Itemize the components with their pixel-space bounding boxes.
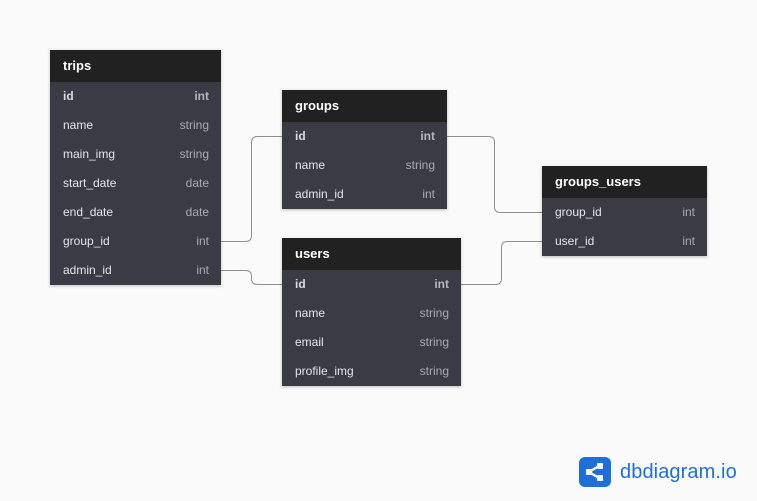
field-name: group_id — [555, 205, 602, 219]
field-name: email — [295, 335, 324, 349]
field-name: name — [295, 158, 326, 172]
field-users-profile-img[interactable]: profile_img string — [282, 357, 461, 386]
field-trips-id[interactable]: id int — [50, 82, 221, 111]
field-type: date — [185, 176, 209, 190]
field-name: main_img — [63, 147, 116, 161]
field-name: profile_img — [295, 364, 354, 378]
field-trips-group-id[interactable]: group_id int — [50, 227, 221, 256]
field-name: end_date — [63, 205, 114, 219]
table-header-trips[interactable]: trips — [50, 50, 221, 82]
field-groups-users-group-id[interactable]: group_id int — [542, 198, 707, 227]
table-trips[interactable]: trips id int name string main_img string… — [50, 50, 221, 285]
field-trips-start-date[interactable]: start_date date — [50, 169, 221, 198]
field-name: start_date — [63, 176, 117, 190]
brand-text: dbdiagram.io — [620, 460, 737, 483]
relation-line-0[interactable] — [221, 136, 282, 242]
table-header-groups-users[interactable]: groups_users — [542, 166, 707, 198]
field-trips-admin-id[interactable]: admin_id int — [50, 256, 221, 285]
relation-line-2[interactable] — [447, 136, 542, 213]
field-type: int — [194, 89, 209, 103]
field-name: user_id — [555, 234, 595, 248]
field-type: int — [422, 187, 435, 201]
field-name: admin_id — [295, 187, 344, 201]
field-trips-main-img[interactable]: main_img string — [50, 140, 221, 169]
table-header-users[interactable]: users — [282, 238, 461, 270]
field-type: int — [682, 234, 695, 248]
field-type: int — [682, 205, 695, 219]
field-type: date — [185, 205, 209, 219]
field-trips-end-date[interactable]: end_date date — [50, 198, 221, 227]
table-groups-users[interactable]: groups_users group_id int user_id int — [542, 166, 707, 256]
field-type: int — [196, 263, 209, 277]
relation-line-3[interactable] — [461, 241, 542, 285]
field-name: id — [295, 129, 306, 143]
field-name: name — [63, 118, 94, 132]
field-type: string — [405, 158, 435, 172]
field-groups-admin-id[interactable]: admin_id int — [282, 180, 447, 209]
field-type: string — [419, 335, 449, 349]
field-type: string — [419, 364, 449, 378]
field-groups-id[interactable]: id int — [282, 122, 447, 151]
table-header-groups[interactable]: groups — [282, 90, 447, 122]
field-name: id — [63, 89, 74, 103]
field-name: id — [295, 277, 306, 291]
share-nodes-icon — [579, 457, 611, 487]
relation-line-1[interactable] — [221, 270, 282, 285]
table-users[interactable]: users id int name string email string pr… — [282, 238, 461, 386]
field-type: int — [420, 129, 435, 143]
table-groups[interactable]: groups id int name string admin_id int — [282, 90, 447, 209]
field-type: int — [434, 277, 449, 291]
field-name: name — [295, 306, 326, 320]
field-users-id[interactable]: id int — [282, 270, 461, 299]
field-type: string — [419, 306, 449, 320]
field-users-email[interactable]: email string — [282, 328, 461, 357]
field-groups-name[interactable]: name string — [282, 151, 447, 180]
field-name: group_id — [63, 234, 110, 248]
field-groups-users-user-id[interactable]: user_id int — [542, 227, 707, 256]
dbdiagram-brand[interactable]: dbdiagram.io — [579, 457, 737, 487]
field-users-name[interactable]: name string — [282, 299, 461, 328]
field-type: int — [196, 234, 209, 248]
field-type: string — [179, 147, 209, 161]
field-trips-name[interactable]: name string — [50, 111, 221, 140]
field-name: admin_id — [63, 263, 112, 277]
field-type: string — [179, 118, 209, 132]
